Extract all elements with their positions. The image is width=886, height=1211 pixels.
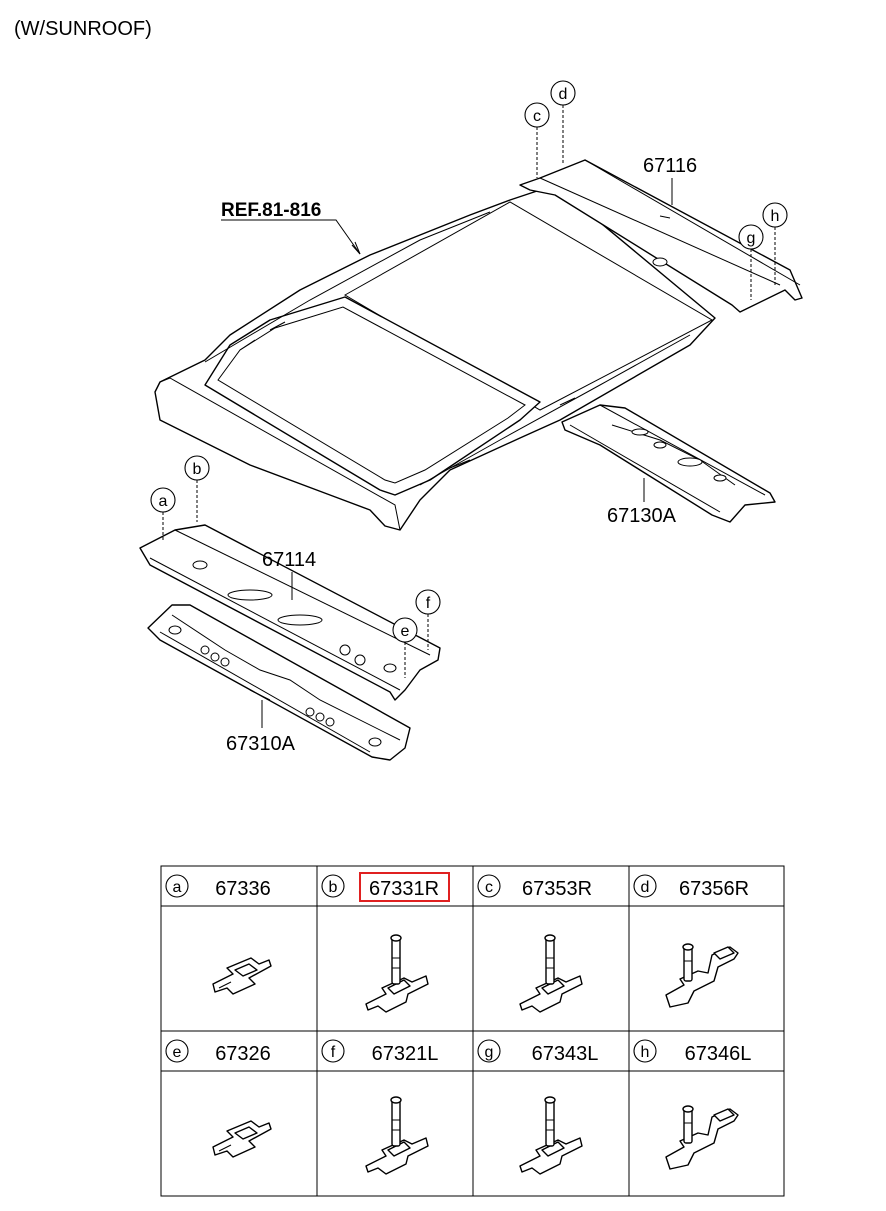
clip-image-b xyxy=(365,934,429,1013)
cell-letter: e xyxy=(173,1044,182,1061)
cell-part-number: 67326 xyxy=(215,1043,271,1065)
part-label-67114[interactable]: 67114 xyxy=(262,549,316,571)
callout-c[interactable]: c xyxy=(524,102,550,178)
table-cell-h[interactable]: h 67346L xyxy=(633,1039,752,1065)
part-label-67310a[interactable]: 67310A xyxy=(226,733,296,755)
variant-label: (W/SUNROOF) xyxy=(14,18,152,40)
table-cell-f[interactable]: f 67321L xyxy=(321,1039,439,1065)
part-label-67130a[interactable]: 67130A xyxy=(607,505,677,527)
reference-label[interactable]: REF.81-816 xyxy=(221,200,321,221)
cell-letter: a xyxy=(173,879,182,896)
table-cell-e[interactable]: e 67326 xyxy=(165,1039,271,1065)
cell-part-number: 67346L xyxy=(685,1043,752,1065)
table-cell-d[interactable]: d 67356R xyxy=(633,874,749,900)
clip-image-f xyxy=(365,1096,429,1175)
cell-part-number: 67336 xyxy=(215,878,271,900)
callout-g[interactable]: g xyxy=(738,224,764,300)
clip-image-d xyxy=(665,943,739,1008)
clip-image-c xyxy=(519,934,583,1013)
table-cell-c[interactable]: c 67353R xyxy=(477,874,592,900)
clip-image-a xyxy=(212,957,272,995)
table-cell-b[interactable]: b 67331R xyxy=(321,872,450,902)
front-cross-member[interactable] xyxy=(139,524,441,701)
cell-part-number: 67343L xyxy=(532,1043,599,1065)
callout-a[interactable]: a xyxy=(150,487,176,540)
callout-h-letter: h xyxy=(771,208,780,225)
cell-letter: d xyxy=(641,879,650,896)
callout-d-letter: d xyxy=(559,86,568,103)
cell-part-number: 67353R xyxy=(522,878,592,900)
cell-letter: f xyxy=(331,1044,336,1061)
clip-image-e xyxy=(212,1120,272,1158)
cell-letter: b xyxy=(329,879,338,896)
callout-e[interactable]: e xyxy=(392,617,418,678)
callout-f-letter: f xyxy=(426,595,431,612)
cell-part-number: 67356R xyxy=(679,878,749,900)
callout-h[interactable]: h xyxy=(762,202,788,287)
callout-f[interactable]: f xyxy=(415,589,441,650)
roof-panel[interactable] xyxy=(154,184,716,531)
callout-e-letter: e xyxy=(401,623,410,640)
cell-letter: h xyxy=(641,1044,650,1061)
clip-image-h xyxy=(665,1105,739,1170)
cell-letter: g xyxy=(485,1044,494,1061)
parts-table xyxy=(160,865,785,1197)
cell-part-number: 67321L xyxy=(372,1043,439,1065)
callout-a-letter: a xyxy=(159,493,168,510)
callout-g-letter: g xyxy=(747,230,756,247)
callout-d[interactable]: d xyxy=(550,80,576,165)
highlight-box xyxy=(359,872,450,902)
table-cell-a[interactable]: a 67336 xyxy=(165,874,271,900)
callout-b-letter: b xyxy=(193,461,202,478)
cell-part-number: 67331R xyxy=(369,878,439,900)
front-roof-rail[interactable] xyxy=(147,604,411,761)
rear-roof-rail[interactable] xyxy=(519,159,803,313)
table-cell-g[interactable]: g 67343L xyxy=(477,1039,599,1065)
rear-cross-member[interactable] xyxy=(561,404,776,523)
callout-c-letter: c xyxy=(533,108,541,125)
part-label-67116[interactable]: 67116 xyxy=(643,155,697,177)
callout-b[interactable]: b xyxy=(184,455,210,522)
cell-letter: c xyxy=(485,879,493,896)
clip-image-g xyxy=(519,1096,583,1175)
